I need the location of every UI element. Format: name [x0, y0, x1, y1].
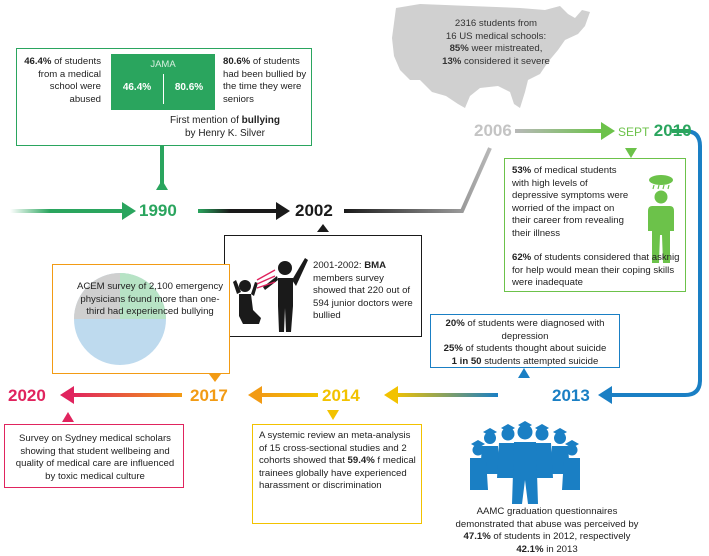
- year-2010-prefix: SEPT: [618, 125, 650, 139]
- line-2002-2006: [344, 147, 492, 213]
- aamc-text: AAMC graduation questionnaires demonstra…: [455, 506, 639, 555]
- bullying-figures-icon: [233, 258, 308, 332]
- box-1990-right: 80.6% of students had been bullied by th…: [223, 56, 309, 106]
- connector-2020: [62, 412, 74, 422]
- box-2013-line3: 1 in 50 students attempted suicide: [451, 355, 599, 367]
- box-2010-text1: 53% of medical students with high levels…: [512, 165, 629, 239]
- line-2006-2010: [515, 129, 603, 133]
- box-2017: ACEM survey of 2,100 emergency physician…: [52, 264, 230, 374]
- box-2002-text: 2001-2002: BMA members survey showed tha…: [313, 260, 413, 321]
- arrow-2020: [60, 386, 74, 404]
- box-2013-line2: 25% of students thought about suicide: [443, 343, 607, 354]
- connector-2017: [209, 374, 221, 382]
- depressed-person-icon: [648, 175, 674, 263]
- arrow-2010: [601, 122, 615, 140]
- line-2013-2014: [394, 393, 498, 397]
- box-2006-line2: 16 US medical schools:: [445, 30, 547, 42]
- box-2020-text: Survey on Sydney medical scholars showin…: [15, 433, 175, 482]
- box-2014: A systemic review an meta-analysis of 15…: [252, 424, 422, 524]
- mention-bold: bullying: [241, 115, 281, 126]
- year-2014: 2014: [322, 386, 360, 405]
- box-2013: 20% of students were diagnosed with depr…: [430, 314, 620, 368]
- box-1990-right-text: of students had been bullied by the time…: [223, 56, 307, 105]
- box-2010-text2: 62% of students considered that asknig f…: [512, 252, 680, 288]
- line-1990-2002: [198, 209, 278, 213]
- arrow-2017: [248, 386, 262, 404]
- box-2006: 2316 students from 16 US medical schools…: [422, 18, 570, 68]
- mention-pre: First mention of: [169, 115, 239, 126]
- line-2010-2013: [608, 129, 702, 397]
- line-2014-2017: [260, 393, 318, 397]
- connector-2014: [327, 410, 339, 420]
- box-2014-text: A systemic review an meta-analysis of 15…: [259, 430, 416, 491]
- box-2017-text: ACEM survey of 2,100 emergency physician…: [76, 281, 224, 317]
- box-2006-line4: 13% considered it severe: [442, 55, 550, 67]
- mention-post: by Henry K. Silver: [184, 127, 266, 139]
- year-2017: 2017: [190, 386, 228, 405]
- box-2002: 2001-2002: BMA members survey showed tha…: [224, 235, 422, 337]
- year-2010: 2010: [653, 121, 692, 140]
- graduates-group-icon: [470, 421, 580, 504]
- connector-2010: [625, 148, 637, 158]
- box-2006-line3: 85% weer mistreated,: [449, 43, 543, 54]
- box-1990-left-pct: 46.4%: [24, 56, 52, 67]
- jama-badge: JAMA 46.4% 80.6%: [111, 54, 215, 110]
- line-start-1990: [10, 209, 124, 213]
- year-1990: 1990: [139, 201, 177, 220]
- box-2020: Survey on Sydney medical scholars showin…: [4, 424, 184, 488]
- box-2006-line1: 2316 students from: [454, 18, 538, 29]
- jama-divider: [163, 74, 164, 104]
- box-1990: 46.4% of students from a medical school …: [16, 48, 312, 146]
- year-2020: 2020: [8, 386, 46, 405]
- usa-map-icon: [392, 4, 590, 108]
- year-2002: 2002: [295, 201, 333, 220]
- box-2013-line1: 20% of students were diagnosed with depr…: [445, 318, 605, 342]
- jama-right-value: 80.6%: [174, 82, 204, 93]
- jama-left-value: 46.4%: [122, 82, 152, 93]
- jama-title: JAMA: [150, 59, 176, 70]
- box-2010: 53% of medical students with high levels…: [504, 158, 686, 292]
- arrow-2014: [384, 386, 398, 404]
- year-2013: 2013: [552, 386, 590, 405]
- year-2010-label: SEPT 2010: [618, 121, 692, 141]
- arrow-2013: [598, 386, 612, 404]
- year-2006: 2006: [474, 121, 512, 140]
- arrow-2002: [276, 202, 290, 220]
- box-1990-right-pct: 80.6%: [223, 56, 251, 67]
- box-1990-left-text: of students from a medical school were a…: [38, 56, 101, 105]
- box-1990-left: 46.4% of students from a medical school …: [23, 56, 101, 106]
- pie-chart-icon: [74, 273, 166, 365]
- connector-2002: [317, 224, 329, 232]
- arrow-1990: [122, 202, 136, 220]
- box-1990-mention: First mention of bullying by Henry K. Si…: [137, 115, 313, 140]
- connector-2013: [518, 368, 530, 378]
- line-2017-2020: [72, 393, 182, 397]
